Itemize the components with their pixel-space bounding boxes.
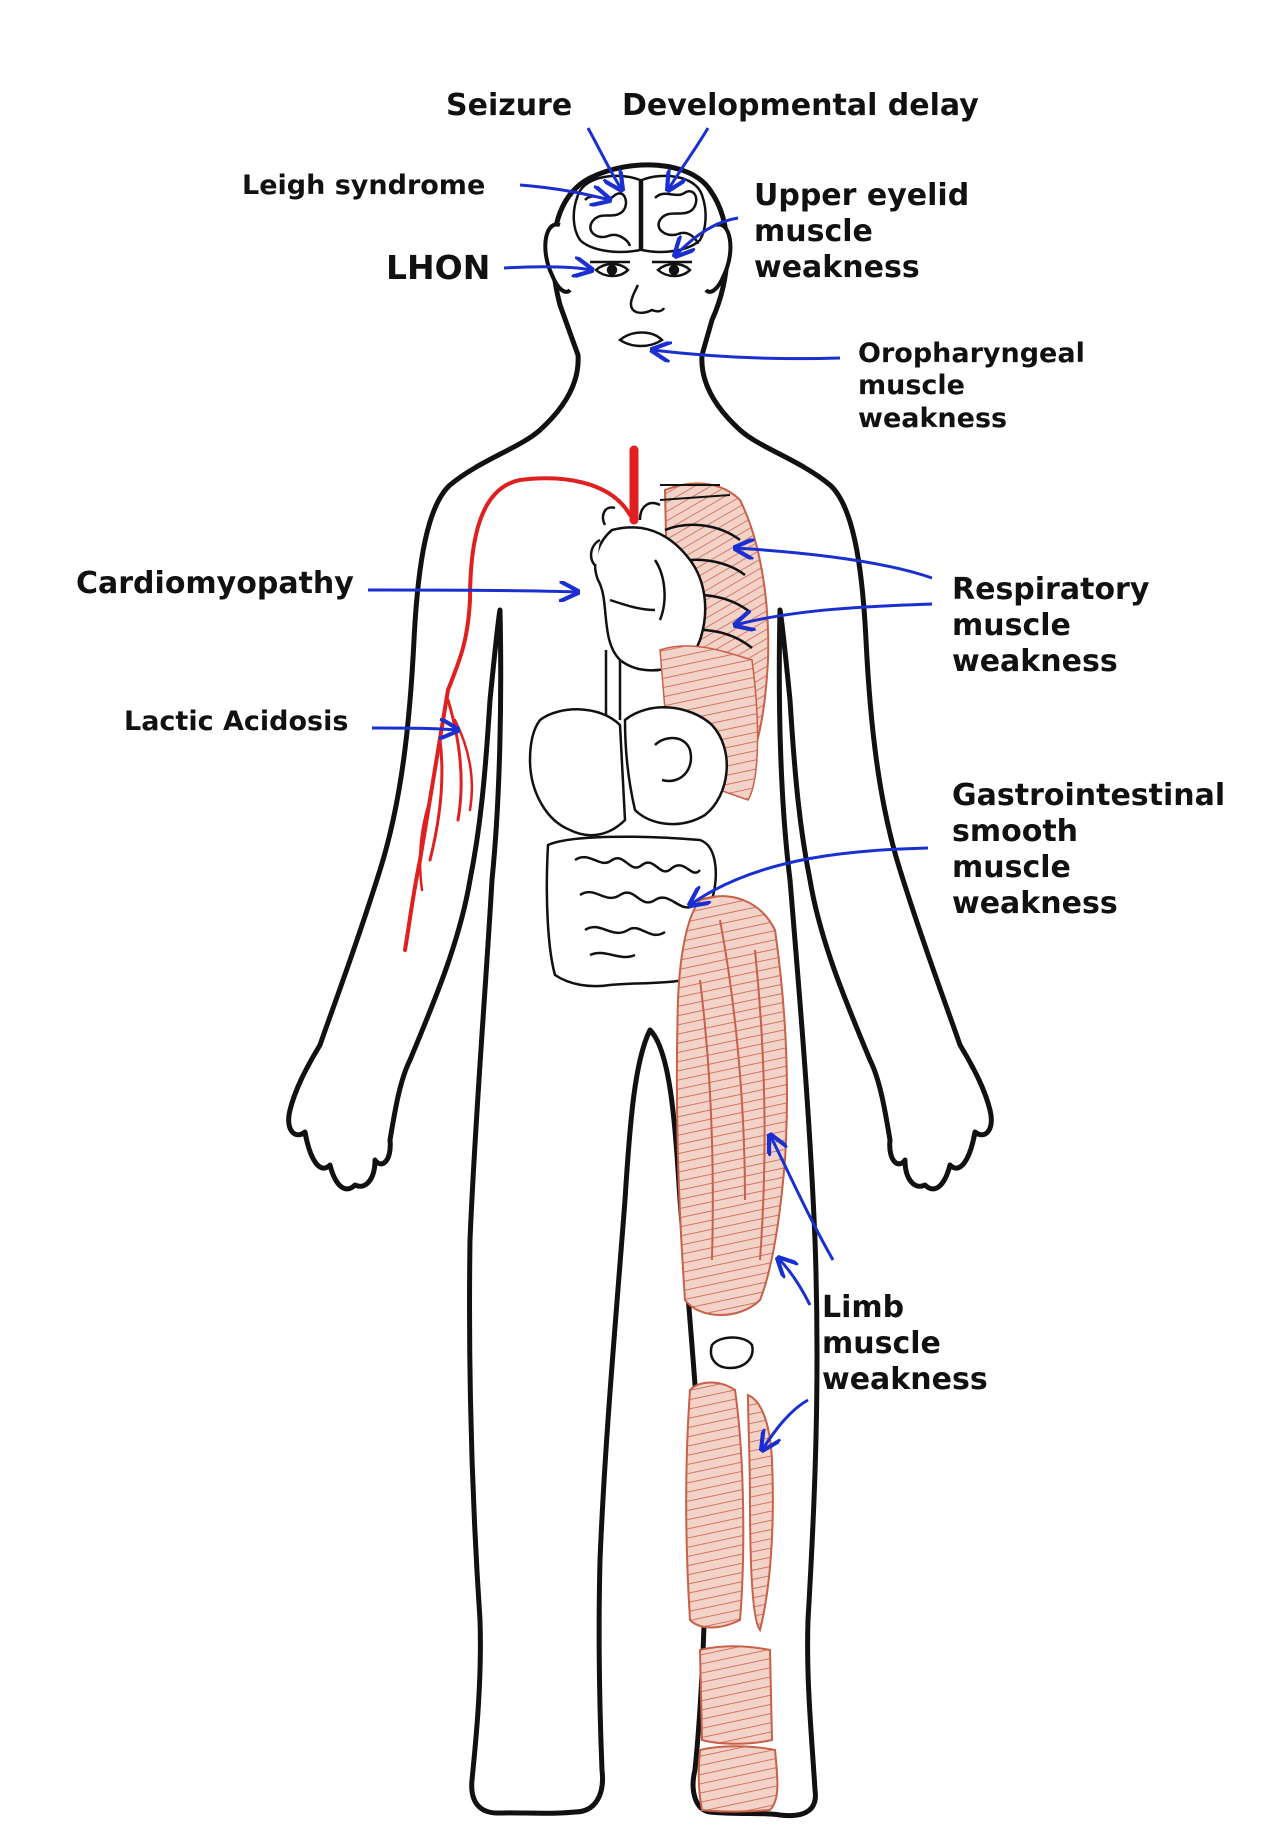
leg-muscles <box>675 895 788 1813</box>
label-lactic-acidosis: Lactic Acidosis <box>124 706 349 737</box>
label-upper-eyelid-line3: weakness <box>754 250 920 285</box>
label-gastrointestinal: Gastrointestinal smooth muscle weakness <box>952 778 1225 922</box>
label-limb-line1: Limb <box>822 1290 905 1325</box>
label-respiratory: Respiratory muscle weakness <box>952 572 1149 680</box>
esophagus <box>604 650 622 720</box>
label-gastrointestinal-line1: Gastrointestinal <box>952 778 1226 813</box>
label-limb-line2: muscle <box>822 1326 941 1361</box>
label-upper-eyelid-line2: muscle <box>754 214 873 249</box>
label-developmental-delay: Developmental delay <box>622 88 979 123</box>
label-limb: Limb muscle weakness <box>822 1290 988 1398</box>
label-upper-eyelid: Upper eyelid muscle weakness <box>754 178 969 286</box>
abdominal-organs <box>528 706 729 837</box>
annotation-arrows <box>367 127 933 1450</box>
label-lhon: LHON <box>386 248 491 287</box>
label-leigh-syndrome: Leigh syndrome <box>242 170 486 201</box>
label-respiratory-line3: weakness <box>952 644 1118 679</box>
label-oropharyngeal-line2: muscle <box>858 370 965 402</box>
label-respiratory-line1: Respiratory <box>952 572 1150 607</box>
label-cardiomyopathy: Cardiomyopathy <box>76 566 354 601</box>
heart <box>589 501 707 672</box>
label-oropharyngeal-line3: weakness <box>858 402 1008 434</box>
label-limb-line3: weakness <box>822 1362 988 1397</box>
right-ear <box>704 222 733 294</box>
label-upper-eyelid-line1: Upper eyelid <box>754 178 970 213</box>
blood-vessel <box>403 445 639 952</box>
brain <box>572 174 707 254</box>
label-respiratory-line2: muscle <box>952 608 1071 643</box>
label-seizure: Seizure <box>446 88 573 123</box>
label-oropharyngeal-line1: Oropharyngeal <box>858 338 1085 369</box>
label-gastrointestinal-line2: smooth <box>952 814 1079 849</box>
label-oropharyngeal: Oropharyngeal muscle weakness <box>858 338 1085 435</box>
label-gastrointestinal-line3: muscle <box>952 850 1071 885</box>
kneecap <box>709 1336 754 1370</box>
face <box>590 260 692 348</box>
left-ear <box>543 222 572 294</box>
label-gastrointestinal-line4: weakness <box>952 886 1118 921</box>
